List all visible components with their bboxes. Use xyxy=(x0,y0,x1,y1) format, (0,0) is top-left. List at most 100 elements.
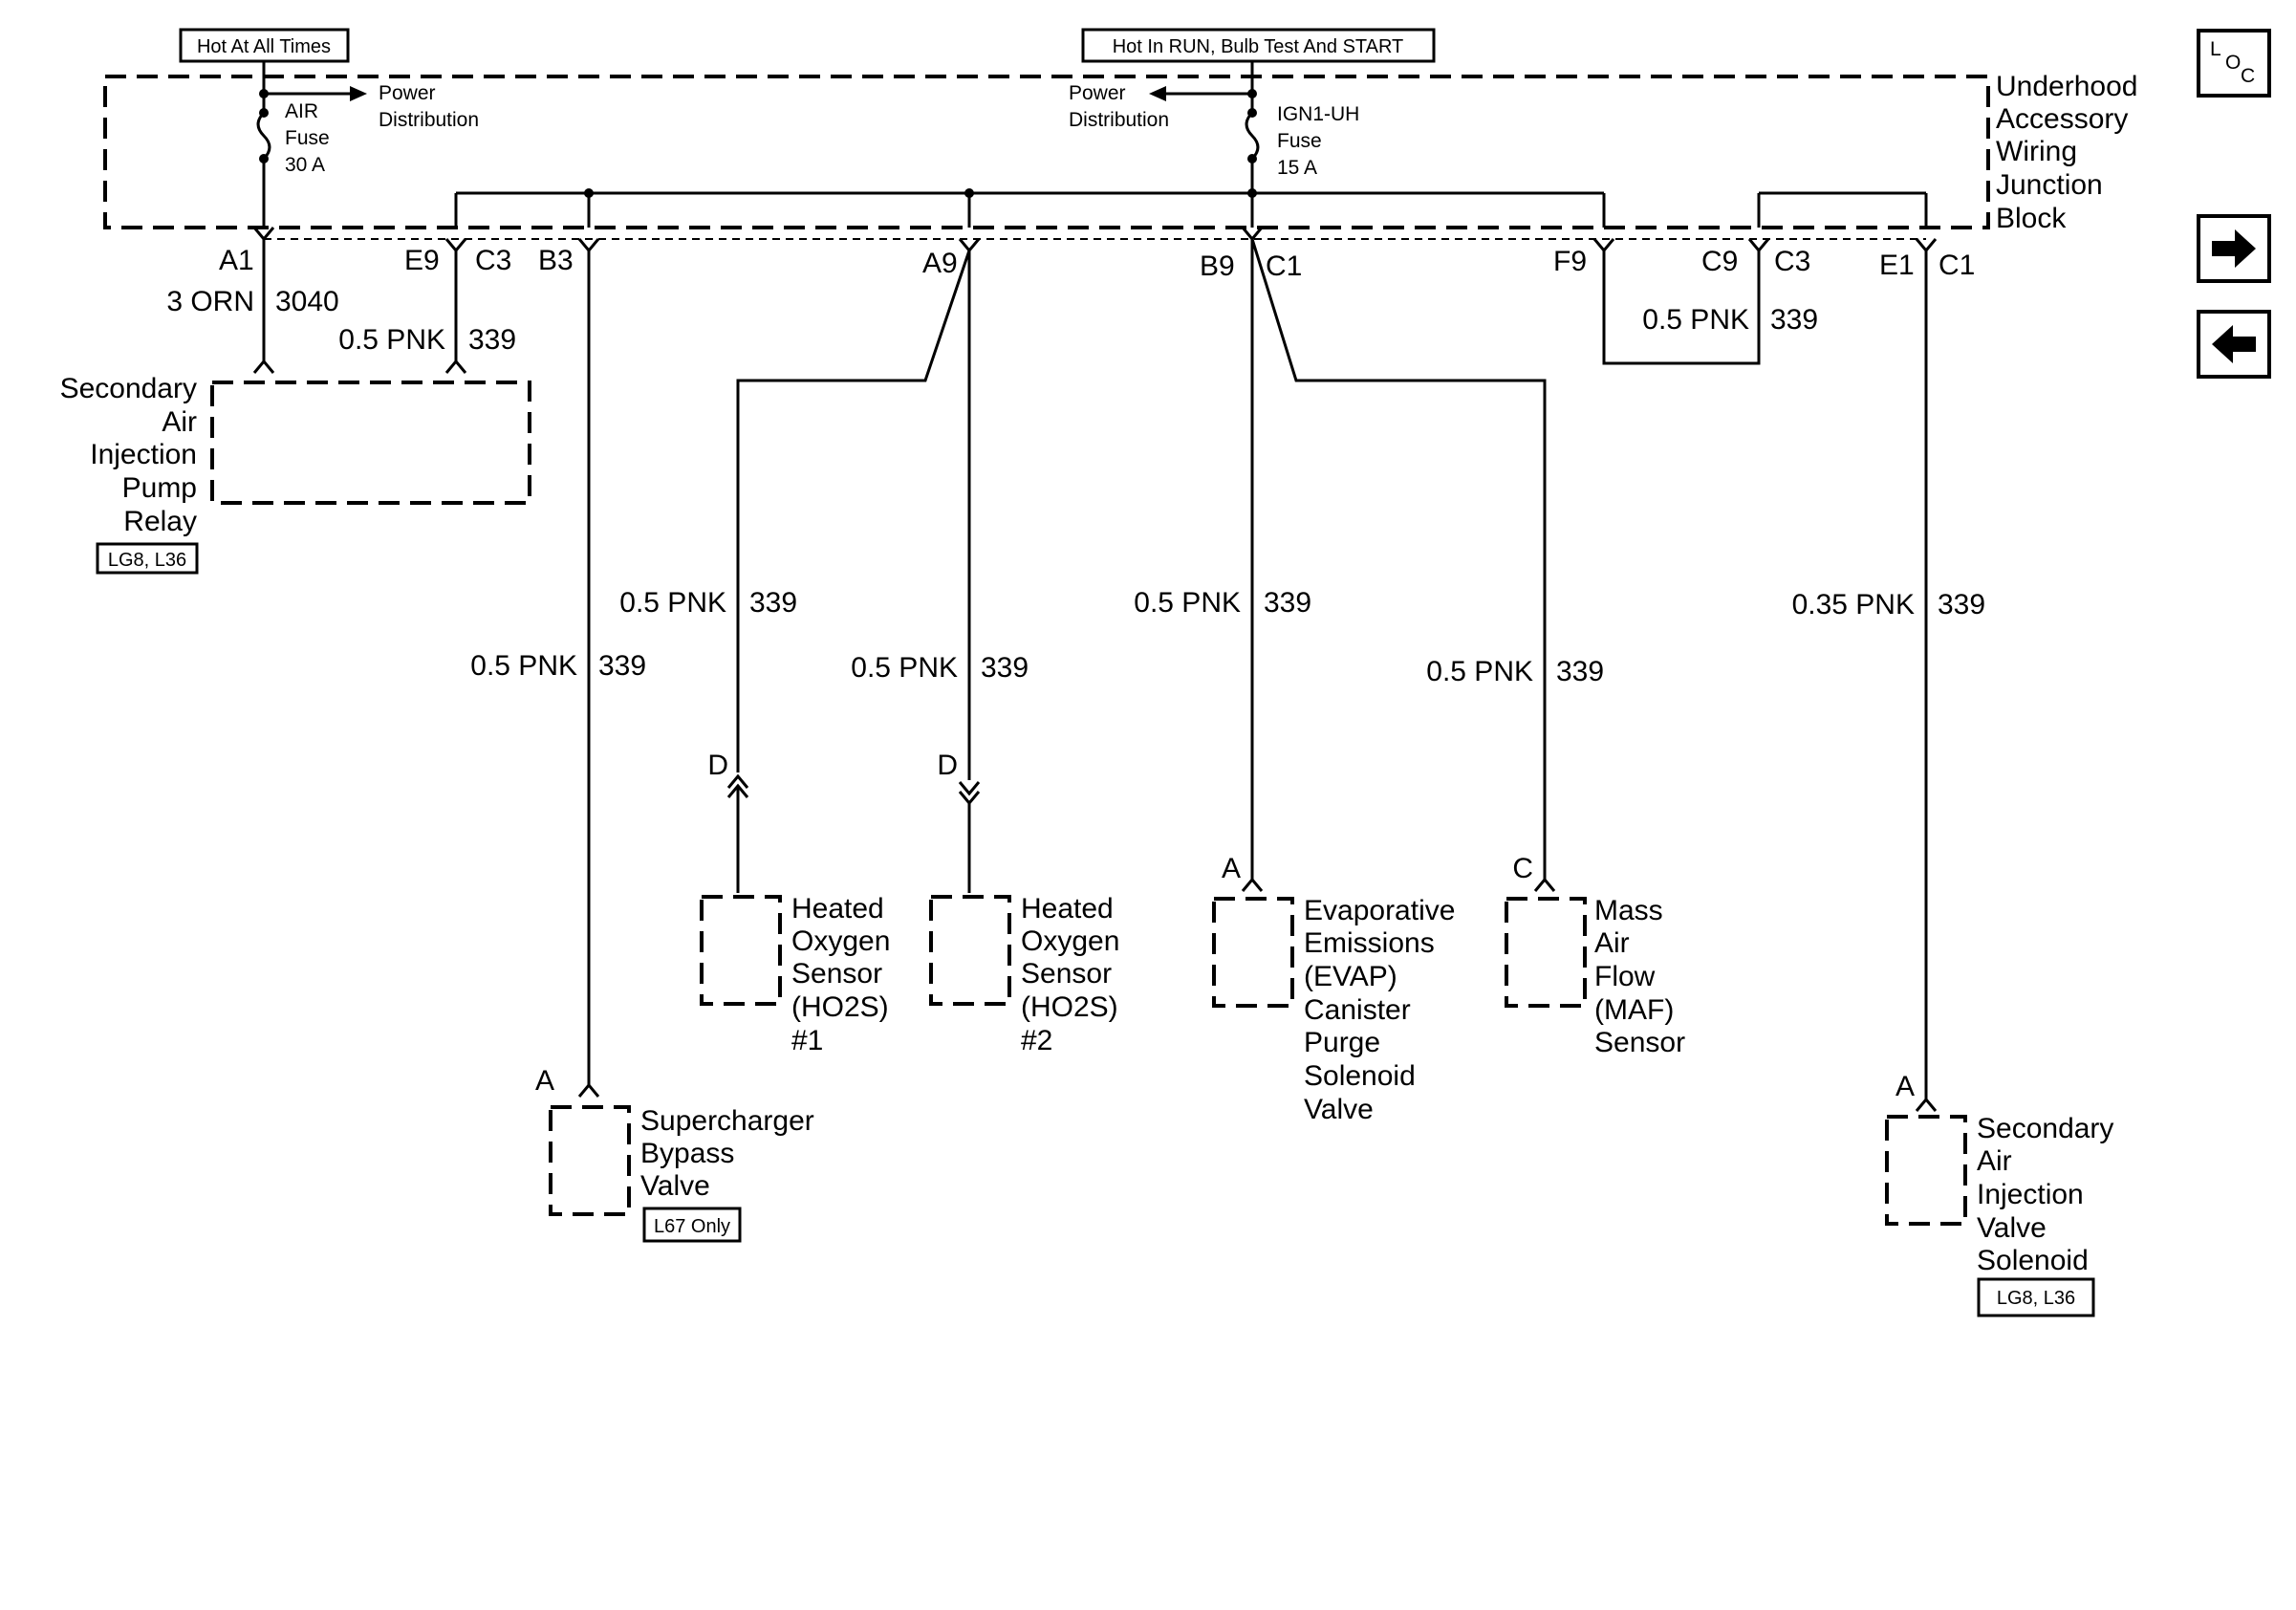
heated-oxygen-sensor-1: D Heated Oxygen Sensor (HO2S) #1 xyxy=(700,750,890,1056)
svg-text:339: 339 xyxy=(1938,589,1985,620)
svg-text:Accessory: Accessory xyxy=(1996,103,2128,135)
svg-text:339: 339 xyxy=(1770,304,1818,336)
svg-text:D: D xyxy=(937,750,958,781)
svg-text:Hot In RUN, Bulb Test And STAR: Hot In RUN, Bulb Test And START xyxy=(1113,36,1404,57)
svg-text:B9: B9 xyxy=(1200,250,1235,282)
svg-text:E9: E9 xyxy=(404,245,440,276)
svg-text:C1: C1 xyxy=(1939,250,1975,281)
heated-oxygen-sensor-2: D Heated Oxygen Sensor (HO2S) #2 xyxy=(929,750,1119,1056)
svg-text:Solenoid: Solenoid xyxy=(1304,1060,1416,1092)
pin-labels: A1 E9 C3 B3 A9 B9 C1 F9 C9 C3 E1 C1 xyxy=(219,245,1975,282)
svg-text:Hot At All Times: Hot At All Times xyxy=(197,36,331,57)
svg-text:3040: 3040 xyxy=(275,286,339,317)
svg-text:Bypass: Bypass xyxy=(640,1138,734,1169)
svg-text:Mass: Mass xyxy=(1594,895,1663,926)
svg-text:0.5 PNK: 0.5 PNK xyxy=(338,324,445,356)
svg-text:AIR: AIR xyxy=(285,100,318,122)
power-distribution-right: Power Distribution xyxy=(1069,82,1252,131)
svg-text:0.5 PNK: 0.5 PNK xyxy=(470,650,577,682)
evap-canister-purge-solenoid: A Evaporative Emissions (EVAP) Canister … xyxy=(1212,853,1455,1125)
svg-text:Purge: Purge xyxy=(1304,1027,1380,1058)
svg-text:Valve: Valve xyxy=(640,1170,710,1202)
svg-text:C3: C3 xyxy=(1774,246,1810,277)
svg-text:A1: A1 xyxy=(219,245,254,276)
air-fuse: AIR Fuse 30 A xyxy=(256,61,330,228)
svg-text:339: 339 xyxy=(598,650,646,682)
svg-text:Underhood: Underhood xyxy=(1996,71,2137,102)
wire-a1-3040: 3 ORN 3040 xyxy=(166,227,339,374)
svg-text:D: D xyxy=(707,750,728,781)
svg-text:B3: B3 xyxy=(538,245,574,276)
svg-text:Sensor: Sensor xyxy=(791,958,882,990)
svg-text:A: A xyxy=(1222,853,1241,884)
svg-text:F9: F9 xyxy=(1553,246,1587,277)
svg-text:IGN1-UH: IGN1-UH xyxy=(1277,103,1359,125)
svg-text:0.5 PNK: 0.5 PNK xyxy=(1426,656,1533,687)
internal-bus xyxy=(454,188,1928,228)
svg-text:Secondary: Secondary xyxy=(1977,1113,2113,1144)
loc-button[interactable]: L O C xyxy=(2197,29,2271,98)
svg-text:Valve: Valve xyxy=(1977,1212,2047,1244)
svg-text:Evaporative: Evaporative xyxy=(1304,895,1455,926)
svg-text:A: A xyxy=(535,1065,554,1097)
air-injection-pump-relay: Secondary Air Injection Pump Relay LG8, … xyxy=(60,373,531,575)
svg-text:#1: #1 xyxy=(791,1025,823,1056)
wire-a9-ho2s2: 0.5 PNK 339 xyxy=(851,250,1029,893)
svg-text:Wiring: Wiring xyxy=(1996,136,2077,167)
svg-text:(HO2S): (HO2S) xyxy=(791,991,889,1023)
svg-text:0.35 PNK: 0.35 PNK xyxy=(1792,589,1915,620)
svg-text:Distribution: Distribution xyxy=(379,109,479,131)
svg-text:C: C xyxy=(1512,853,1533,884)
svg-text:30 A: 30 A xyxy=(285,154,325,176)
svg-text:Supercharger: Supercharger xyxy=(640,1105,814,1137)
wire-b3-339: 0.5 PNK 339 xyxy=(470,238,646,1098)
wire-b9-evap: 0.5 PNK 339 xyxy=(1134,227,1311,892)
svg-text:Fuse: Fuse xyxy=(1277,130,1322,152)
svg-text:Valve: Valve xyxy=(1304,1094,1374,1125)
option-badge: LG8, L36 xyxy=(96,542,199,575)
svg-text:Heated: Heated xyxy=(791,893,884,925)
mass-air-flow-sensor: C Mass Air Flow (MAF) Sensor xyxy=(1505,853,1685,1058)
prev-page-button[interactable] xyxy=(2197,310,2271,379)
svg-text:O: O xyxy=(2225,52,2241,74)
option-badge: LG8, L36 xyxy=(1977,1277,2095,1317)
svg-text:Heated: Heated xyxy=(1021,893,1114,925)
supercharger-bypass-valve: A Supercharger Bypass Valve L67 Only xyxy=(535,1065,814,1243)
svg-text:3 ORN: 3 ORN xyxy=(166,286,254,317)
svg-text:C3: C3 xyxy=(475,245,511,276)
svg-text:LG8, L36: LG8, L36 xyxy=(1997,1288,2075,1309)
svg-text:339: 339 xyxy=(1556,656,1604,687)
option-badge: L67 Only xyxy=(642,1207,742,1243)
svg-text:(MAF): (MAF) xyxy=(1594,994,1674,1026)
svg-text:L: L xyxy=(2210,38,2221,60)
svg-text:(HO2S): (HO2S) xyxy=(1021,991,1118,1023)
svg-text:339: 339 xyxy=(749,587,797,619)
next-page-button[interactable] xyxy=(2197,214,2271,283)
svg-text:A9: A9 xyxy=(922,248,958,279)
svg-text:Fuse: Fuse xyxy=(285,127,330,149)
wire-c1-maf: 0.5 PNK 339 xyxy=(1250,238,1604,892)
svg-text:#2: #2 xyxy=(1021,1025,1052,1056)
svg-text:Secondary: Secondary xyxy=(60,373,197,404)
wire-e1-339: 0.35 PNK 339 xyxy=(1792,238,1985,1112)
svg-text:Oxygen: Oxygen xyxy=(791,925,890,957)
power-distribution-left: Power Distribution xyxy=(264,82,479,131)
svg-text:Pump: Pump xyxy=(122,472,197,504)
svg-text:15 A: 15 A xyxy=(1277,157,1317,179)
air-injection-valve-solenoid: A Secondary Air Injection Valve Solenoid… xyxy=(1885,1071,2113,1317)
svg-text:A: A xyxy=(1895,1071,1915,1102)
svg-text:C1: C1 xyxy=(1266,250,1302,282)
svg-text:339: 339 xyxy=(468,324,516,356)
svg-text:Solenoid: Solenoid xyxy=(1977,1245,2089,1276)
svg-text:Injection: Injection xyxy=(1977,1179,2084,1210)
svg-text:339: 339 xyxy=(1264,587,1311,619)
svg-text:Canister: Canister xyxy=(1304,994,1411,1026)
junction-block-label: Underhood Accessory Wiring Junction Bloc… xyxy=(1996,71,2137,234)
svg-text:LG8, L36: LG8, L36 xyxy=(108,550,186,571)
svg-text:0.5 PNK: 0.5 PNK xyxy=(1642,304,1749,336)
svg-text:Relay: Relay xyxy=(123,506,197,537)
svg-text:Emissions: Emissions xyxy=(1304,927,1435,959)
svg-text:E1: E1 xyxy=(1879,250,1915,281)
arrow-right-icon xyxy=(2212,229,2256,268)
